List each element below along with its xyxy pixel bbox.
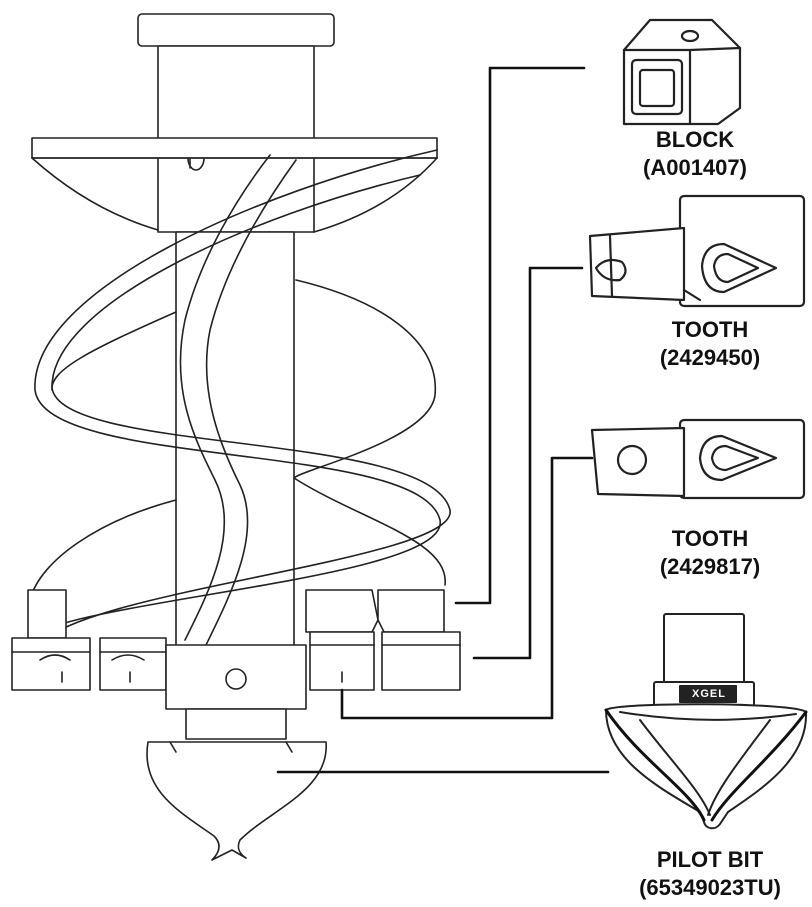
auger-top-collar (137, 13, 335, 47)
shaft-helix (179, 154, 271, 641)
label-block: BLOCK (A001407) (620, 126, 770, 182)
tooth-part-1 (588, 194, 806, 308)
auger-flight (27, 149, 441, 641)
auger-teeth-right (305, 589, 461, 691)
label-pilot-bit-name: PILOT BIT (656, 847, 764, 872)
label-pilot-bit: PILOT BIT (65349023TU) (612, 846, 808, 902)
label-block-code: (A001407) (643, 155, 747, 180)
label-tooth-2: TOOTH (2429817) (630, 525, 790, 581)
leader-tooth-1 (472, 266, 584, 660)
pilot-bit-label-plate (679, 685, 737, 703)
leader-tooth-2 (340, 456, 594, 720)
auger-teeth-left (11, 589, 167, 691)
label-tooth-1-code: (2429450) (659, 345, 761, 370)
tooth-part-2 (590, 418, 806, 500)
label-block-name: BLOCK (655, 127, 735, 152)
pilot-bit-part (604, 613, 808, 830)
pilot-bit-marking: XGEL (692, 688, 726, 700)
label-pilot-bit-code: (65349023TU) (639, 875, 781, 900)
label-tooth-2-name: TOOTH (671, 526, 749, 551)
auger-shaft (175, 231, 295, 649)
top-flight-edge (31, 137, 438, 159)
label-tooth-1-name: TOOTH (671, 317, 749, 342)
label-tooth-1: TOOTH (2429450) (630, 316, 790, 372)
label-tooth-2-code: (2429817) (659, 554, 761, 579)
auger (27, 13, 451, 649)
block-part (622, 18, 742, 126)
leader-lines (276, 66, 610, 774)
leader-block (454, 66, 586, 605)
center-block (165, 644, 307, 710)
auger-pilot-bit (146, 741, 327, 861)
